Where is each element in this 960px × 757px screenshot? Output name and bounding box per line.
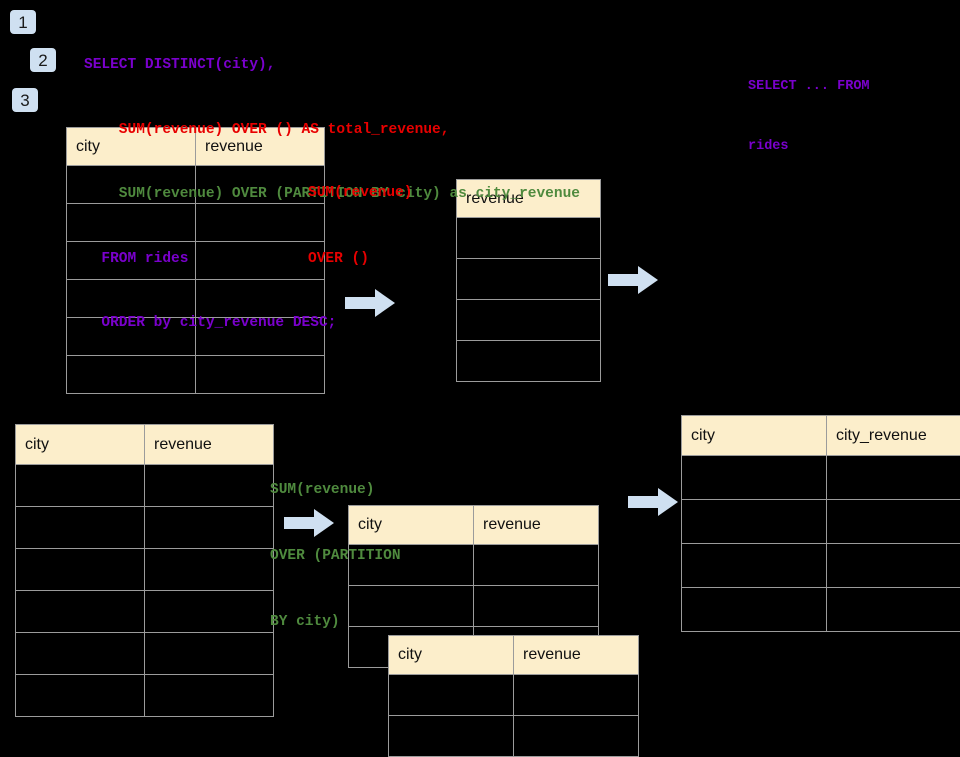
column-header-city-revenue: city_revenue bbox=[827, 416, 960, 456]
city-revenue-result-table: city city_revenue bbox=[681, 415, 960, 632]
table-row bbox=[16, 507, 274, 549]
arrow-partition-to-result bbox=[628, 487, 678, 517]
diagram-canvas: 1 2 3 SELECT DISTINCT(city), SUM(revenue… bbox=[0, 0, 960, 720]
cell bbox=[514, 716, 639, 757]
column-header-revenue: revenue bbox=[514, 636, 639, 675]
table-row bbox=[682, 456, 960, 500]
annotation-over-partition-line-2: OVER (PARTITION bbox=[270, 545, 401, 567]
cell bbox=[514, 675, 639, 716]
sql-line-5: ORDER by city_revenue DESC; bbox=[84, 313, 580, 335]
table-row bbox=[16, 633, 274, 675]
table-header-row: city revenue bbox=[16, 425, 274, 465]
cell bbox=[145, 591, 274, 633]
step-badge-2-label: 2 bbox=[38, 52, 47, 69]
cell bbox=[682, 588, 827, 632]
cell bbox=[389, 675, 514, 716]
table-row bbox=[16, 549, 274, 591]
table-row bbox=[682, 588, 960, 632]
cell bbox=[145, 549, 274, 591]
step-badge-3-label: 3 bbox=[20, 92, 29, 109]
cell bbox=[145, 675, 274, 717]
cell bbox=[827, 456, 960, 500]
arrow-source-to-total bbox=[345, 288, 395, 318]
sql-side-note-line-1: SELECT ... FROM bbox=[748, 77, 870, 97]
table-row bbox=[16, 675, 274, 717]
cell bbox=[16, 507, 145, 549]
table-header-row: city city_revenue bbox=[682, 416, 960, 456]
cell bbox=[827, 588, 960, 632]
cell bbox=[682, 500, 827, 544]
cell bbox=[145, 633, 274, 675]
cell bbox=[16, 591, 145, 633]
rides-source-table-bottom: city revenue bbox=[15, 424, 274, 717]
sql-line-1: SELECT DISTINCT(city), bbox=[84, 55, 580, 77]
sql-side-note: SELECT ... FROM rides bbox=[748, 37, 870, 197]
cell bbox=[16, 633, 145, 675]
annotation-over-empty-line-1: SUM(revenue) bbox=[308, 182, 412, 204]
column-header-city: city bbox=[389, 636, 514, 675]
cell bbox=[827, 544, 960, 588]
cell bbox=[682, 544, 827, 588]
cell bbox=[145, 507, 274, 549]
arrow-total-to-result bbox=[608, 265, 658, 295]
cell bbox=[474, 545, 599, 586]
table-row bbox=[389, 716, 639, 757]
annotation-over-partition-line-3: BY city) bbox=[270, 611, 401, 633]
annotation-over-partition: SUM(revenue) OVER (PARTITION BY city) bbox=[270, 435, 401, 677]
column-header-city: city bbox=[16, 425, 145, 465]
cell bbox=[389, 716, 514, 757]
annotation-over-empty-line-2: OVER () bbox=[308, 248, 412, 270]
cell bbox=[145, 465, 274, 507]
table-row bbox=[16, 465, 274, 507]
column-header-revenue: revenue bbox=[474, 506, 599, 545]
step-badge-1-label: 1 bbox=[18, 14, 27, 31]
table-row bbox=[389, 675, 639, 716]
cell bbox=[16, 465, 145, 507]
cell bbox=[16, 675, 145, 717]
column-header-city: city bbox=[682, 416, 827, 456]
annotation-over-partition-line-1: SUM(revenue) bbox=[270, 479, 401, 501]
table-row bbox=[682, 544, 960, 588]
sql-side-note-line-2: rides bbox=[748, 137, 870, 157]
cell bbox=[474, 586, 599, 627]
table-row bbox=[682, 500, 960, 544]
partition-table-front: city revenue bbox=[388, 635, 639, 757]
step-badge-1[interactable]: 1 bbox=[10, 10, 36, 34]
step-badge-2[interactable]: 2 bbox=[30, 48, 56, 72]
cell bbox=[827, 500, 960, 544]
table-row bbox=[16, 591, 274, 633]
cell bbox=[682, 456, 827, 500]
column-header-revenue: revenue bbox=[145, 425, 274, 465]
table-header-row: city revenue bbox=[389, 636, 639, 675]
step-badge-3[interactable]: 3 bbox=[12, 88, 38, 112]
arrow-source-to-partition bbox=[284, 508, 334, 538]
cell bbox=[16, 549, 145, 591]
